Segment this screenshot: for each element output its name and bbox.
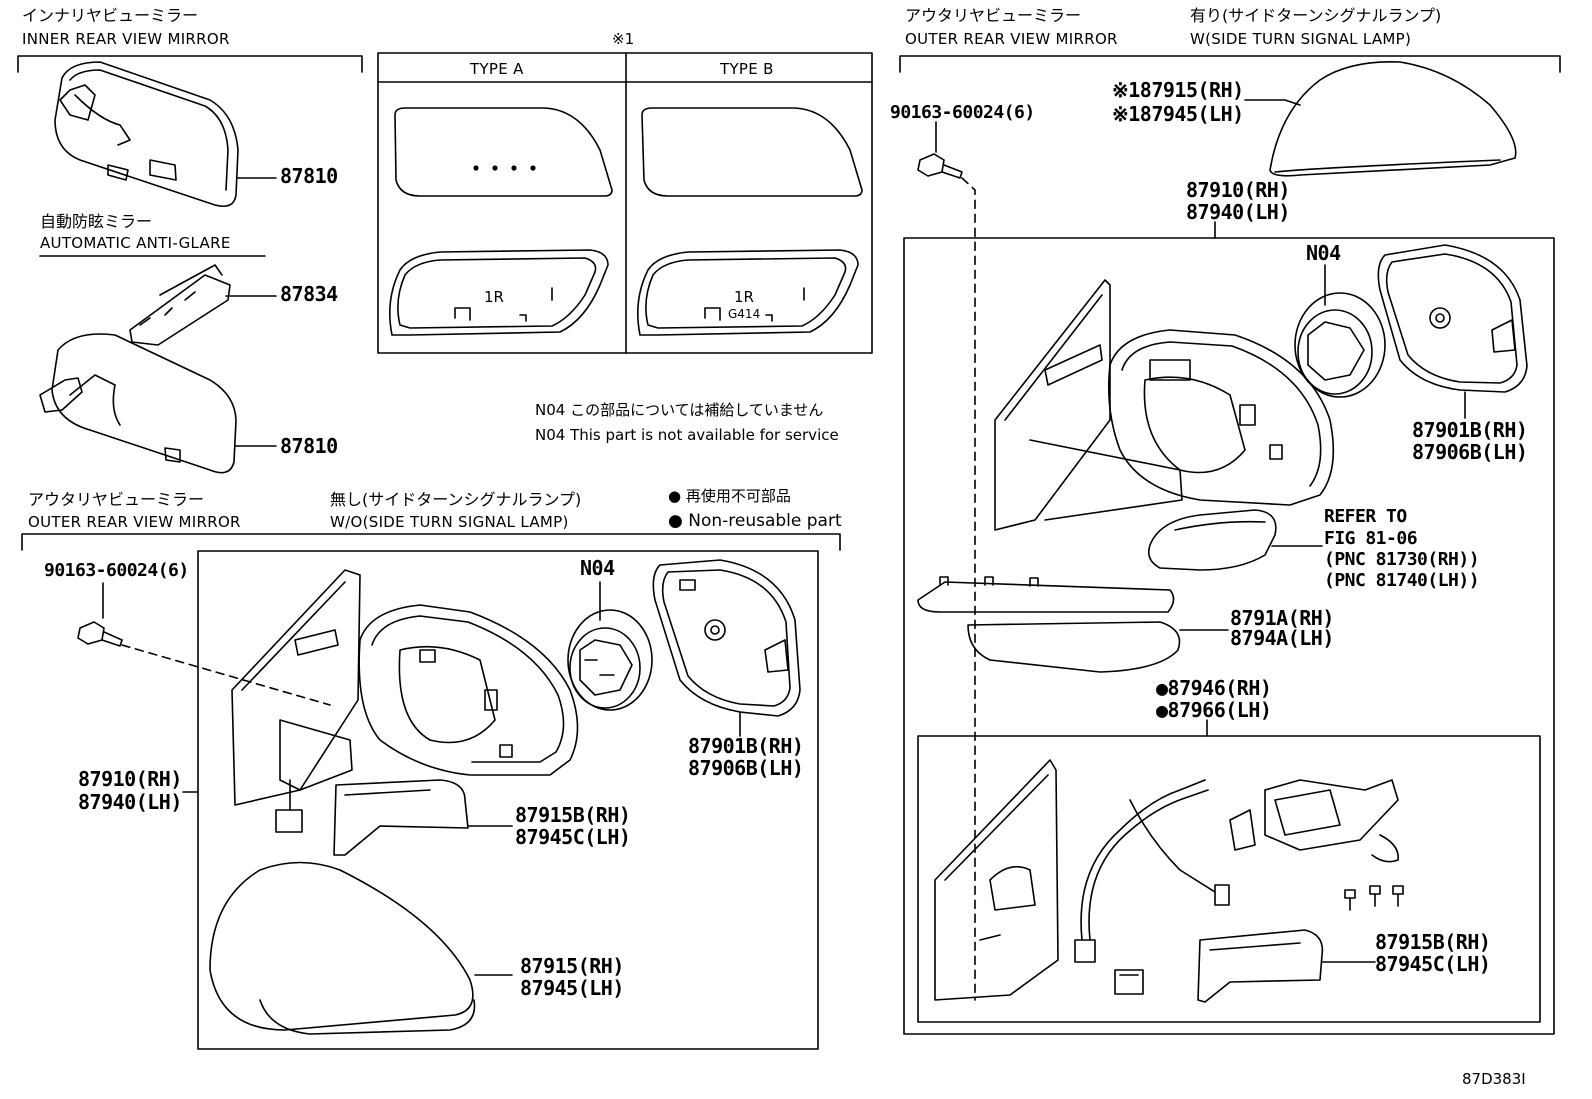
right-mirror-base	[994, 279, 1183, 531]
type-a-header: TYPE A	[470, 60, 524, 78]
part-87915b-right[interactable]: 87915B(RH)	[1375, 930, 1491, 954]
bolt-dash-left	[121, 644, 331, 706]
leader-915-right	[1244, 99, 1301, 106]
right-cover	[1269, 61, 1517, 177]
screws	[1344, 885, 1404, 911]
right-assembly-frame	[903, 237, 1555, 1035]
inner-mirror-2	[39, 333, 237, 474]
harness-subframe	[917, 735, 1541, 1023]
nonreuse-note-en: ● Non-reusable part	[668, 511, 842, 531]
type-b-glass	[641, 107, 863, 197]
part-87810-b[interactable]: 87810	[280, 434, 338, 458]
n04-note-jp: N04 この部品については補給していません	[535, 401, 824, 419]
inner-mirror-1	[54, 61, 239, 208]
part-87901b-right[interactable]: 87901B(RH)	[1412, 418, 1528, 442]
auto-title-jp: 自動防眩ミラー	[40, 212, 153, 231]
type-a-back	[388, 249, 609, 336]
part-87945c-right[interactable]: 87945C(LH)	[1375, 952, 1491, 976]
left-bracket	[333, 779, 469, 856]
auto-title-en: AUTOMATIC ANTI-GLARE	[40, 234, 231, 252]
part-87915-left[interactable]: 87915(RH)	[520, 954, 624, 978]
part-87906b-right[interactable]: 87906B(LH)	[1412, 440, 1528, 464]
connector-block	[1114, 969, 1144, 995]
outer-left-title-jp: アウタリヤビューミラー	[28, 490, 205, 509]
n04-right-label: N04	[1306, 241, 1341, 265]
part-87945c-left[interactable]: 87945C(LH)	[515, 825, 631, 849]
outer-left-sub-jp: 無し(サイドターンシグナルランプ)	[330, 490, 582, 509]
bolt-dash-right	[961, 177, 976, 1001]
part-8791a-right[interactable]: 8791A(RH)	[1230, 606, 1334, 630]
figure-code: 87D383I	[1462, 1070, 1526, 1088]
part-87946-right[interactable]: ●87946(RH)	[1156, 676, 1272, 700]
outer-right-sub-en: W(SIDE TURN SIGNAL LAMP)	[1190, 30, 1412, 48]
left-mirror-base	[231, 569, 361, 833]
n04-left-label: N04	[580, 556, 615, 580]
bolt-left-label[interactable]: 90163-60024(6)	[44, 560, 189, 581]
outer-right-title-en: OUTER REAR VIEW MIRROR	[905, 30, 1118, 48]
n04-note-en: N04 This part is not available for servi…	[535, 426, 839, 444]
type-b-marking: 1R	[734, 288, 754, 306]
bolt-left	[77, 582, 123, 647]
right-back-plate	[1377, 244, 1528, 393]
type-a-glass	[394, 107, 613, 197]
part-87906b-left[interactable]: 87906B(LH)	[688, 756, 804, 780]
part-87966-right[interactable]: ●87966(LH)	[1156, 698, 1272, 722]
nonreuse-note-jp: ● 再使用不可部品	[668, 487, 791, 505]
type-b-header: TYPE B	[720, 60, 774, 78]
wire-harness	[1074, 779, 1256, 963]
part-87910-left[interactable]: 87910(RH)	[78, 767, 182, 791]
outer-left-title-en: OUTER REAR VIEW MIRROR	[28, 513, 241, 531]
outer-right-bracket	[899, 55, 1561, 73]
outer-right-sub-jp: 有り(サイドターンシグナルランプ)	[1190, 6, 1442, 25]
outer-right-title-jp: アウタリヤビューミラー	[905, 6, 1082, 25]
bolt-right-label[interactable]: 90163-60024(6)	[890, 102, 1035, 123]
left-cover	[209, 861, 476, 1035]
refer-line-1: REFER TO	[1324, 506, 1407, 527]
refer-line-4: (PNC 81740(LH))	[1324, 570, 1480, 591]
left-back-plate	[652, 559, 801, 717]
outer-left-sub-en: W/O(SIDE TURN SIGNAL LAMP)	[330, 513, 569, 531]
type-b-code: G414	[728, 307, 761, 321]
turn-signal-lamp	[1147, 509, 1277, 571]
part-87901b-left[interactable]: 87901B(RH)	[688, 734, 804, 758]
part-8794a-right[interactable]: 8794A(LH)	[1230, 626, 1334, 650]
part-87910-right[interactable]: 87910(RH)	[1186, 178, 1290, 202]
type-b-back	[636, 249, 859, 336]
lower-skirt	[917, 576, 1181, 673]
part-87834[interactable]: 87834	[280, 282, 338, 306]
refer-line-2[interactable]: FIG 81-06	[1324, 528, 1418, 549]
right-mirror-housing	[1107, 329, 1335, 506]
inner-title-en: INNER REAR VIEW MIRROR	[22, 30, 230, 48]
part-87915b-left[interactable]: 87915B(RH)	[515, 803, 631, 827]
part-87915-right[interactable]: ※187915(RH)	[1112, 78, 1244, 102]
inner-section-bracket	[17, 55, 363, 73]
part-87940-right[interactable]: 87940(LH)	[1186, 200, 1290, 224]
part-87945-right[interactable]: ※187945(LH)	[1112, 102, 1244, 126]
fold-motor	[1264, 779, 1399, 863]
note-mark-1: ※1	[612, 30, 635, 48]
left-actuator	[567, 609, 653, 711]
harness-base	[934, 759, 1059, 1001]
bolt-right	[917, 121, 963, 179]
cover-87834	[129, 264, 231, 346]
right-actuator	[1294, 292, 1386, 398]
refer-line-3: (PNC 81730(RH))	[1324, 549, 1480, 570]
left-mirror-housing	[358, 604, 579, 776]
inner-title-jp: インナリヤビューミラー	[22, 6, 199, 25]
right-bracket	[1197, 929, 1324, 1003]
part-87945-left[interactable]: 87945(LH)	[520, 976, 624, 1000]
type-table	[377, 52, 873, 354]
left-assembly-frame	[197, 550, 819, 1050]
outer-left-bracket	[21, 533, 841, 551]
part-87810-a[interactable]: 87810	[280, 164, 338, 188]
type-a-marking: 1R	[484, 288, 504, 306]
part-87940-left[interactable]: 87940(LH)	[78, 790, 182, 814]
